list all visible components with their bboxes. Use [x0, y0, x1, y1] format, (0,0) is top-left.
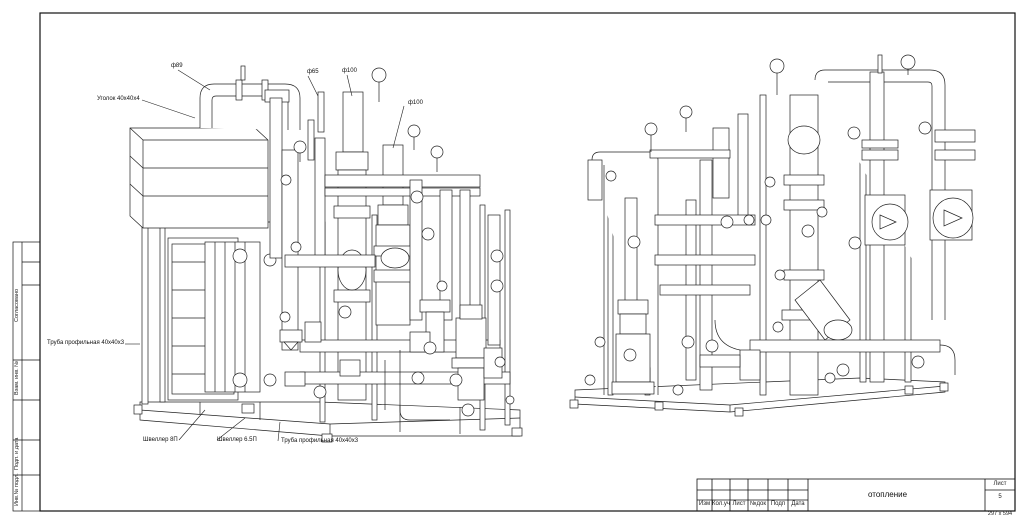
label-d65: ф65: [307, 69, 319, 75]
stamp-replace-inv: Взам. инв. №: [14, 360, 20, 395]
stamp-sign-date: Подп. и дата: [14, 437, 20, 470]
side-stamp: [12, 241, 41, 512]
label-d100a: ф100: [342, 68, 357, 74]
left-gauges: [279, 67, 515, 417]
label-channel65: Швеллер 6.5П: [217, 437, 257, 443]
stamp-inv-original: Инв.№ подл.: [14, 473, 20, 506]
tb-col-data: Дата: [791, 501, 805, 507]
label-d89: ф89: [171, 63, 183, 69]
label-d100b: ф100: [408, 100, 423, 106]
tb-col-kolych: Кол.уч: [712, 501, 730, 507]
label-pipe-bottom: Труба профильная 40х40х3: [281, 438, 359, 444]
title-block: [696, 478, 1016, 512]
tb-col-izm: Изм: [698, 501, 711, 507]
left-unit-drawing: [129, 65, 523, 443]
drawing-title: отопление: [868, 490, 908, 499]
tb-col-list: Лист: [732, 501, 746, 507]
tb-col-ndok: №док: [750, 501, 766, 507]
stamp-agreed: Согласовано: [14, 288, 20, 322]
tb-format: 297 x 594: [987, 511, 1013, 517]
leader-lines: [125, 69, 405, 442]
tb-col-podp: Подп: [770, 501, 786, 507]
right-unit-drawing: [569, 54, 976, 417]
label-channel8: Швеллер 8П: [143, 437, 178, 443]
tb-sheet-label: Лист: [993, 481, 1007, 487]
right-gauges: [584, 54, 932, 396]
label-angle: Уголок 40х40х4: [97, 96, 140, 102]
label-pipe-left: Труба профильная 40х40х3: [47, 340, 125, 346]
tb-sheet-number: 5: [998, 494, 1002, 500]
